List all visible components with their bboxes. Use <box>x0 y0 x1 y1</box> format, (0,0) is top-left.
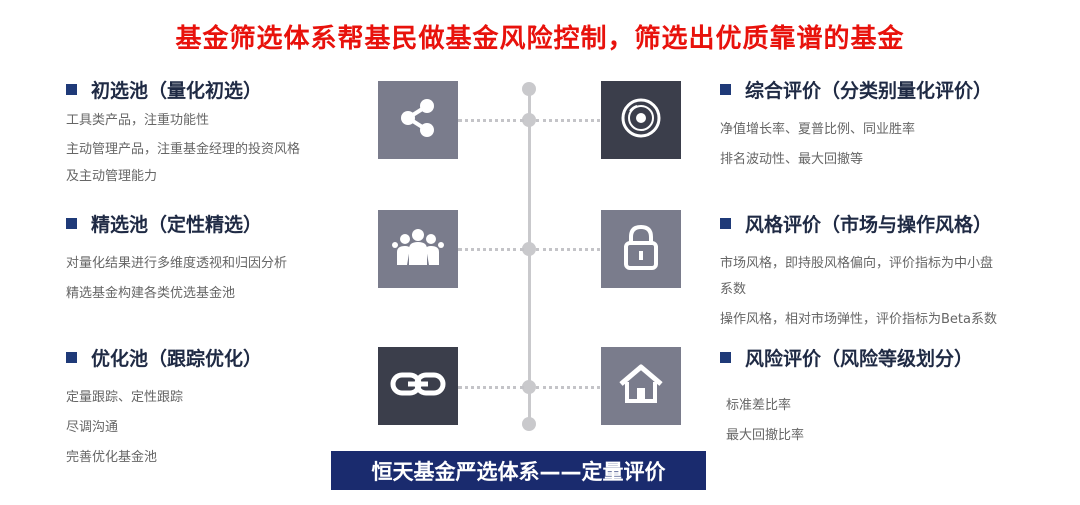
bullet-square <box>66 218 77 229</box>
branch-line <box>458 386 524 389</box>
group-icon <box>392 227 444 271</box>
section-heading-overall-eval: 综合评价（分类别量化评价） <box>720 76 992 103</box>
section-line: 主动管理产品，注重基金经理的投资风格 <box>66 142 301 157</box>
icon-box-home <box>601 347 681 425</box>
icon-box-lock <box>601 210 681 288</box>
icon-box-group <box>378 210 458 288</box>
bullet-square <box>720 352 731 363</box>
section-line: 净值增长率、夏普比例、同业胜率 <box>720 122 916 137</box>
section-line: 尽调沟通 <box>66 420 119 435</box>
section-line: 精选基金构建各类优选基金池 <box>66 286 236 301</box>
bullet-square <box>66 352 77 363</box>
branch-line <box>458 119 524 122</box>
disc-icon <box>620 97 662 143</box>
section-line: 对量化结果进行多维度透视和归因分析 <box>66 256 288 271</box>
branch-line <box>536 386 600 389</box>
home-icon <box>618 364 664 408</box>
lock-icon <box>623 224 659 274</box>
section-line: 排名波动性、最大回撤等 <box>720 152 864 167</box>
section-line: 定量跟踪、定性跟踪 <box>66 390 184 405</box>
icon-box-share <box>378 81 458 159</box>
section-line: 最大回撤比率 <box>726 428 805 443</box>
connector-dot <box>522 82 536 96</box>
footer-banner: 恒天基金严选体系——定量评价 <box>331 451 706 490</box>
section-heading-select-pool: 精选池（定性精选） <box>66 210 262 237</box>
branch-line <box>458 248 524 251</box>
bullet-square <box>720 84 731 95</box>
section-line: 完善优化基金池 <box>66 450 158 465</box>
icon-box-link <box>378 347 458 425</box>
branch-line <box>536 248 600 251</box>
connector-dot <box>522 417 536 431</box>
branch-line <box>536 119 600 122</box>
section-line: 市场风格，即持股风格偏向，评价指标为中小盘 <box>720 256 994 271</box>
page-title: 基金筛选体系帮基民做基金风险控制，筛选出优质靠谱的基金 <box>175 24 905 54</box>
section-line: 标准差比率 <box>726 398 792 413</box>
section-heading-risk-eval: 风险评价（风险等级划分） <box>720 344 973 371</box>
section-line: 工具类产品，注重功能性 <box>66 113 210 128</box>
connector-dot <box>522 113 536 127</box>
bullet-square <box>720 218 731 229</box>
bullet-square <box>66 84 77 95</box>
link-icon <box>390 370 446 402</box>
center-connector-line <box>528 88 531 424</box>
section-line: 操作风格，相对市场弹性，评价指标为Beta系数 <box>720 312 997 327</box>
connector-dot <box>522 380 536 394</box>
section-line: 及主动管理能力 <box>66 169 158 184</box>
section-line: 系数 <box>720 282 747 297</box>
connector-dot <box>522 242 536 256</box>
section-heading-optimize-pool: 优化池（跟踪优化） <box>66 344 262 371</box>
share-icon <box>396 96 440 144</box>
section-heading-initial-pool: 初选池（量化初选） <box>66 76 262 103</box>
section-heading-style-eval: 风格评价（市场与操作风格） <box>720 210 992 237</box>
icon-box-disc <box>601 81 681 159</box>
